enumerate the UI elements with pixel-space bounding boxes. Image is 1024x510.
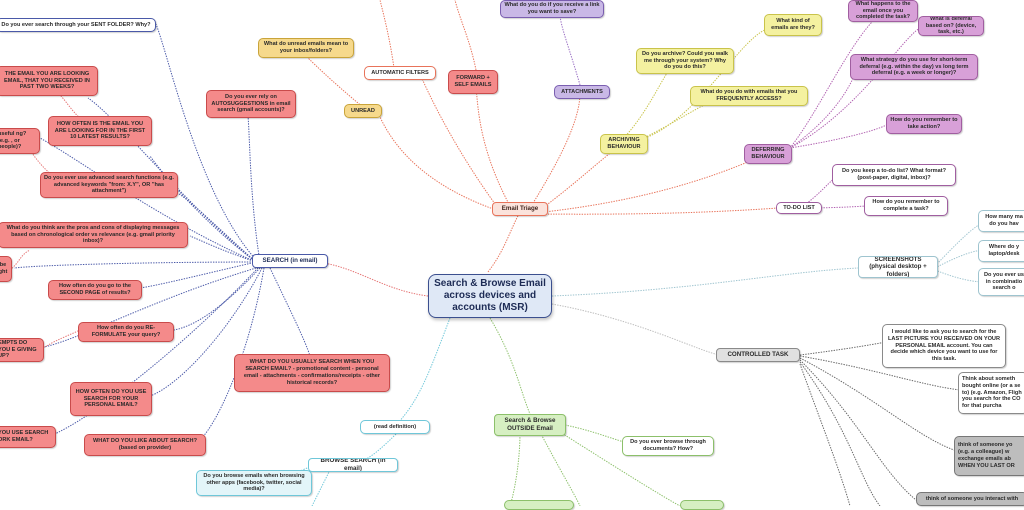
deferring-node[interactable]: DEFERRING BEHAVIOUR	[744, 144, 792, 164]
reformulate-question[interactable]: How often do you RE-FORMULATE your query…	[78, 322, 174, 342]
outside-q1[interactable]: Do you ever browse through documents? Ho…	[622, 436, 714, 456]
attachments-node[interactable]: ATTACHMENTS	[554, 85, 610, 99]
unread-node[interactable]: UNREAD	[344, 104, 382, 118]
controlled-q4[interactable]: think of someone you interact with	[916, 492, 1024, 506]
link-save-question[interactable]: What do you do if you receive a link you…	[500, 0, 604, 18]
task-completed-question[interactable]: What happens to the email once you compl…	[848, 0, 918, 22]
be-ght-question[interactable]: be ght	[0, 256, 12, 282]
screenshots-q3[interactable]: Do you ever us in combinatio search o	[978, 268, 1024, 296]
link-center-browse	[395, 317, 451, 426]
outside-stub-1[interactable]	[504, 500, 574, 510]
deferral-strategy-question[interactable]: What strategy do you use for short-term …	[850, 54, 978, 80]
search-branch[interactable]: SEARCH (in email)	[252, 254, 328, 268]
like-search-question[interactable]: WHAT DO YOU LIKE ABOUT SEARCH? (based on…	[84, 434, 206, 456]
advanced-search-question[interactable]: Do you ever use advanced search function…	[40, 172, 178, 198]
archiving-node[interactable]: ARCHIVING BEHAVIOUR	[600, 134, 648, 154]
complete-task-question[interactable]: How do you remember to complete a task?	[864, 196, 948, 216]
unread-question[interactable]: What do unread emails mean to your inbox…	[258, 38, 354, 58]
useful-question[interactable]: useful ng? (e.g. , or people)?	[0, 128, 40, 154]
central-topic[interactable]: Search & Browse Email across devices and…	[428, 274, 552, 318]
link-center-outside	[489, 317, 531, 415]
read-definition-node[interactable]: (read definition)	[360, 420, 430, 434]
todo-node[interactable]: TO-DO LIST	[776, 202, 822, 214]
controlled-q1[interactable]: I would like to ask you to search for th…	[882, 324, 1006, 368]
triage-branch[interactable]: Email Triage	[492, 202, 548, 216]
browse-q1[interactable]: Do you browse emails when browsing other…	[196, 470, 312, 496]
screenshots-q2[interactable]: Where do y laptop/desk	[978, 240, 1024, 262]
archive-system-question[interactable]: Do you archive? Could you walk me throug…	[636, 48, 734, 74]
usually-search-question[interactable]: WHAT DO YOU USUALLY SEARCH WHEN YOU SEAR…	[234, 354, 390, 392]
autosuggestions-question[interactable]: Do you ever rely on AUTOSUGGESTIONS in e…	[206, 90, 296, 118]
pros-cons-question[interactable]: What do you think are the pros and cons …	[0, 222, 188, 248]
link-center-triage	[487, 211, 521, 273]
personal-search-question[interactable]: HOW OFTEN DO YOU USE SEARCH FOR YOUR PER…	[70, 382, 152, 416]
controlled-branch[interactable]: CONTROLLED TASK	[716, 348, 800, 362]
deferral-basis-question[interactable]: What is deferral based on? (device, task…	[918, 16, 984, 36]
archive-kind-question[interactable]: What kind of emails are they?	[764, 14, 822, 36]
work-search-question[interactable]: YOU USE SEARCH ORK EMAIL?	[0, 426, 56, 448]
controlled-q2[interactable]: Think about someth bought online (or a s…	[958, 372, 1024, 414]
screenshots-q1[interactable]: How many ma do you hav	[978, 210, 1024, 232]
todo-format-question[interactable]: Do you keep a to-do list? What format? (…	[832, 164, 956, 186]
attempts-question[interactable]: EMPTS DO YOU E GIVING UP?	[0, 338, 44, 362]
first-results-question[interactable]: HOW OFTEN IS THE EMAIL YOU ARE LOOKING F…	[48, 116, 152, 146]
outside-branch[interactable]: Search & Browse OUTSIDE Email	[494, 414, 566, 436]
two-weeks-question[interactable]: THE EMAIL YOU ARE LOOKING EMAIL, THAT YO…	[0, 66, 98, 96]
link-center-controlled	[551, 303, 721, 356]
automatic-filters-node[interactable]: AUTOMATIC FILTERS	[364, 66, 436, 80]
remember-action-question[interactable]: How do you remember to take action?	[886, 114, 962, 134]
frequently-access-question[interactable]: What do you do with emails that you FREQ…	[690, 86, 808, 106]
forward-self-node[interactable]: FORWARD + SELF EMAILS	[448, 70, 498, 94]
link-center-screens	[551, 267, 859, 297]
controlled-q3[interactable]: think of someone yo (e.g. a colleague) w…	[954, 436, 1024, 476]
screenshots-branch[interactable]: SCREENSHOTS (physical desktop + folders)	[858, 256, 938, 278]
outside-stub-2[interactable]	[680, 500, 724, 510]
browse-branch[interactable]: BROWSE SEARCH (in email)	[308, 458, 398, 472]
second-page-question[interactable]: How often do you go to the SECOND PAGE o…	[48, 280, 142, 300]
sent-folder-question[interactable]: Do you ever search through your SENT FOL…	[0, 18, 156, 32]
